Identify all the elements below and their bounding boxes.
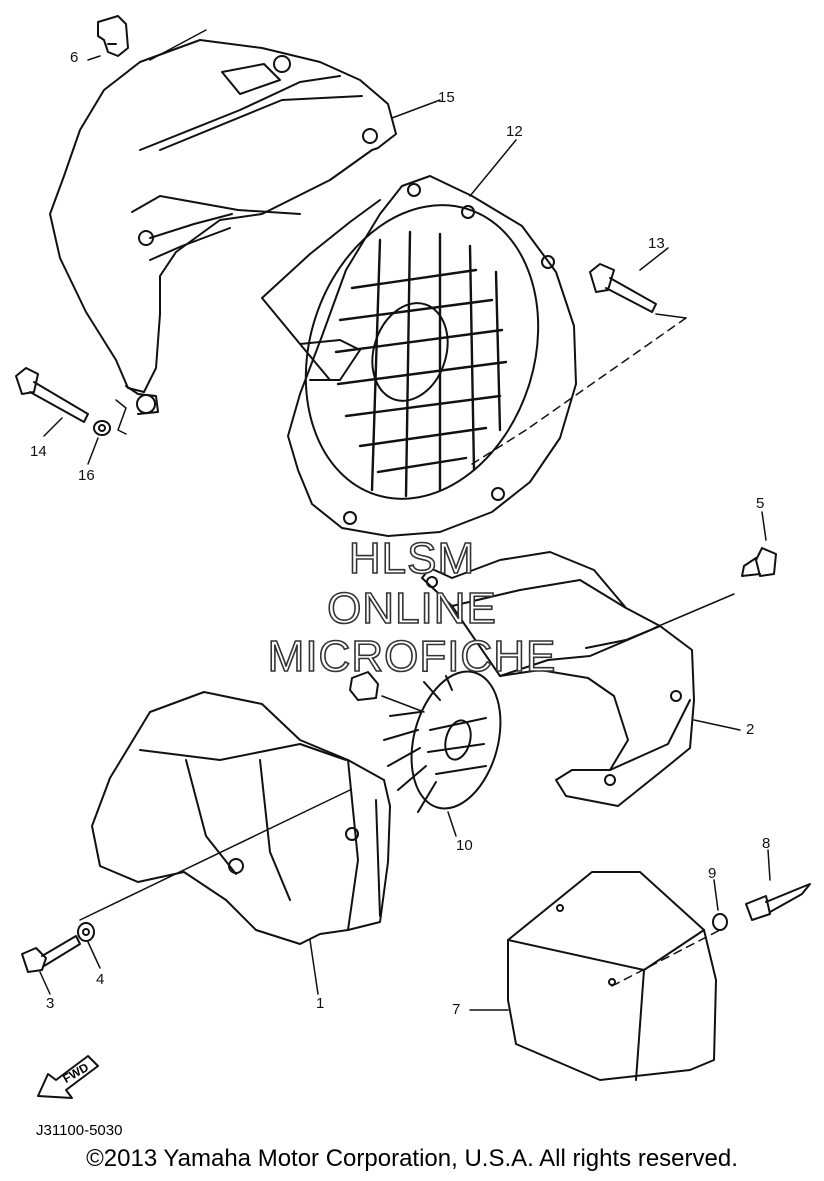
callout-5: 5 <box>756 495 765 512</box>
part-4-washer <box>77 922 95 942</box>
part-13-bolt <box>589 263 657 313</box>
copyright-notice: ©2013 Yamaha Motor Corporation, U.S.A. A… <box>86 1145 738 1172</box>
callout-7: 7 <box>452 1001 461 1018</box>
part-3-bolt <box>21 935 81 973</box>
part-5-bolt <box>741 547 777 577</box>
callout-3: 3 <box>46 995 55 1012</box>
callout-1: 1 <box>316 995 325 1012</box>
callout-10: 10 <box>456 837 473 854</box>
part-9-grommet <box>712 913 728 931</box>
part-16-washer <box>93 420 111 436</box>
callout-8: 8 <box>762 835 771 852</box>
part-15-bolt <box>15 367 89 423</box>
leader-lines <box>39 29 771 1011</box>
watermark-line-2: ONLINE <box>326 584 497 633</box>
part-12-fan-cover <box>261 175 577 537</box>
part-14-upper-shroud <box>49 39 397 415</box>
callout-4: 4 <box>96 971 105 988</box>
callout-9: 9 <box>708 865 717 882</box>
watermark-line-3: MICROFICHE <box>267 632 557 681</box>
callout-15: 14 <box>30 443 47 460</box>
part-10-flywheel-fan <box>383 670 502 813</box>
callout-6: 6 <box>70 49 79 66</box>
diagram-part-number: J31100-5030 <box>36 1122 123 1139</box>
watermark-line-1: HLSM <box>348 534 476 583</box>
part-2-side-duct <box>421 551 695 807</box>
part-8-pin <box>745 883 811 921</box>
callout-14: 15 <box>438 89 455 106</box>
callout-12: 12 <box>506 123 523 140</box>
fan-nut <box>349 671 379 701</box>
part-6-clip <box>97 15 129 57</box>
callout-2: 2 <box>746 721 755 738</box>
callout-13: 13 <box>648 235 665 252</box>
fwd-arrow-icon <box>37 1055 99 1099</box>
callout-16: 16 <box>78 467 95 484</box>
part-7-cap-cover <box>507 871 717 1081</box>
part-1-lower-shroud <box>91 691 391 945</box>
